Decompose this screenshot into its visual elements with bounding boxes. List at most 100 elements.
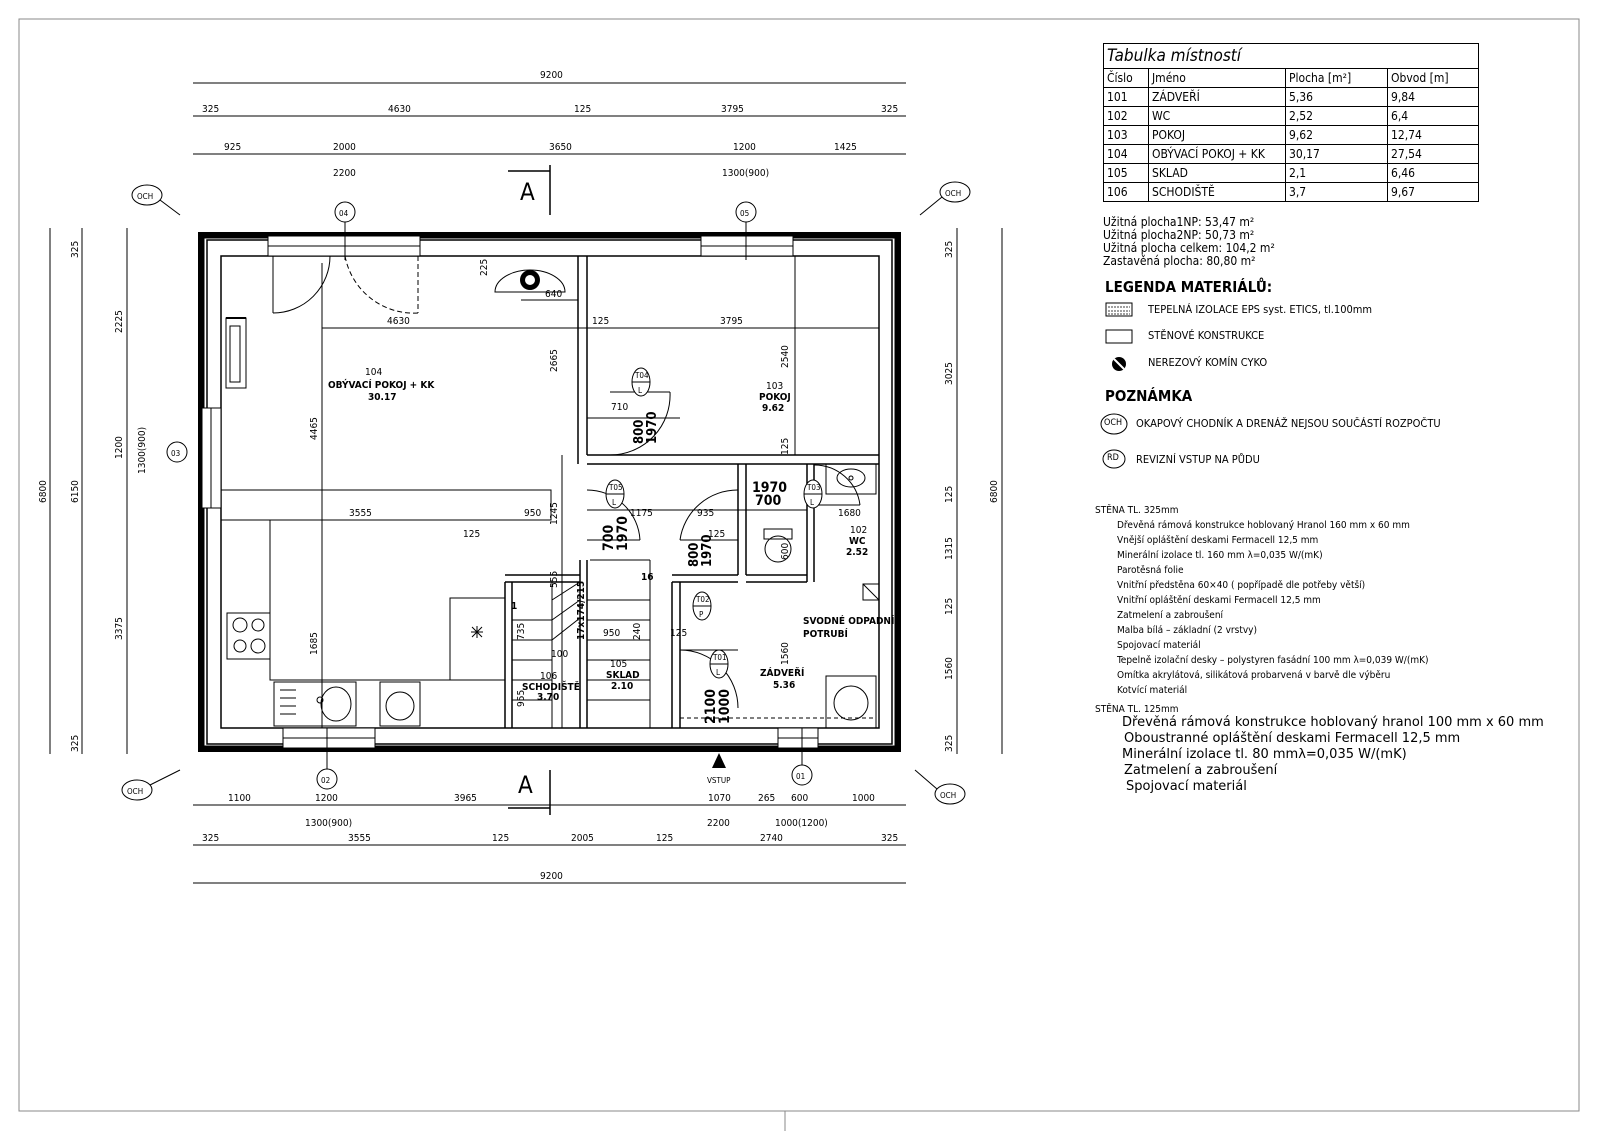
note-tag-och: OCH [1104,418,1123,428]
legend-item-insulation: TEPELNÁ IZOLACE EPS syst. ETICS, tl.100m… [1148,303,1373,316]
room-area-104: 30.17 [368,392,396,403]
dim-text: 555 [549,571,560,588]
door-tag-t02: T02 [695,595,710,604]
dim-text: 3375 [114,617,125,640]
cell: 9,67 [1387,182,1479,202]
axis-tags [166,201,813,790]
dim-text: 325 [70,735,81,752]
dim-text: 1560 [780,642,791,665]
dim-text: 3025 [944,362,955,385]
dim-text: 3965 [454,793,477,804]
dim-text: 925 [224,142,241,153]
door-size-t02: 800 [687,543,702,567]
dim-text: 6800 [38,480,49,503]
dim-text: 2225 [114,310,125,333]
dim-text: 600 [780,543,791,560]
note-tag-rd: RD [1107,453,1119,463]
dim-text: 1560 [944,657,955,680]
dim-text: 640 [545,289,562,300]
cell: POKOJ [1148,125,1286,145]
area-line: Zastavěná plocha: 80,80 m² [1103,254,1256,268]
room-name-106: SCHODIŠTĚ [522,680,580,693]
area-line: Užitná plocha1NP: 53,47 m² [1103,215,1255,229]
cell: 30,17 [1285,144,1388,164]
cell: 12,74 [1387,125,1479,145]
dim-text: 3555 [349,508,372,519]
axis-tag-01: 01 [796,772,805,781]
spec-line: Omítka akrylátová, silikátová probarvená… [1117,670,1391,681]
dim-text: 125 [574,104,591,115]
cell: ZÁDVEŘÍ [1148,87,1286,107]
cell: 106 [1103,182,1149,202]
cell: OBÝVACÍ POKOJ + KK [1148,144,1286,164]
room-name-105: SKLAD [606,670,640,681]
svg-text:1970: 1970 [615,516,631,551]
entry-label: VSTUP [707,776,731,785]
dim-text: 6800 [989,480,1000,503]
och-tag-nw: OCH [137,192,153,201]
dim-text: 125 [944,598,955,615]
door-side-t05: L [612,498,616,507]
room-table-title: Tabulka místností [1103,43,1479,69]
door-size-t03: 1970 [752,480,787,496]
door-swings [272,255,861,709]
axis-tag-02: 02 [321,776,330,785]
dim-text: 3795 [720,316,743,327]
cell: SKLAD [1148,163,1286,183]
door-tags [605,367,823,679]
cell: SCHODIŠTĚ [1148,182,1286,202]
dim-text: 1200 [315,793,338,804]
dim-text: 125 [592,316,609,327]
dim-text: 6150 [70,480,81,503]
spec-line: Parotěsná folie [1117,565,1184,576]
cell: 104 [1103,144,1149,164]
spec-line: Oboustranné opláštění deskami Fermacell … [1124,731,1461,746]
note-item-rd: REVIZNÍ VSTUP NA PŮDU [1136,453,1260,466]
room-name-102: WC [849,536,866,547]
svg-text:700: 700 [755,493,782,509]
cell: 3,7 [1285,182,1388,202]
door-side-t02: P [699,610,704,619]
room-no-102: 102 [850,525,867,536]
dim-text: 325 [70,241,81,258]
area-line: Užitná plocha2NP: 50,73 m² [1103,228,1255,242]
room-no-104: 104 [365,367,382,378]
door-size-t04: 800 [632,420,647,444]
room-area-106: 3.70 [537,692,559,703]
legend-title: LEGENDA MATERIÁLŮ: [1105,278,1273,296]
spec-line: Malba bílá – základní (2 vrstvy) [1117,625,1257,636]
dim-text: 125 [463,529,480,540]
spec-line: Vnější opláštění deskami Fermacell 12,5 … [1117,535,1319,546]
dim-text: 1000(1200) [775,818,828,829]
door-tag-t05: T05 [608,483,623,492]
cell: 6,4 [1387,106,1479,126]
dim-text: 950 [603,628,620,639]
dim-text: 125 [656,833,673,844]
svg-text:1970: 1970 [700,534,715,567]
room-area-101: 5.36 [773,680,795,691]
dim-text: 125 [670,628,687,639]
dimension-lines [49,82,1003,884]
cell: 102 [1103,106,1149,126]
spec-line: Minerální izolace tl. 160 mm λ=0,035 W/(… [1117,550,1323,561]
svg-text:1970: 1970 [645,411,660,444]
sheet-border [18,18,1580,1112]
note-item-och: OKAPOVÝ CHODNÍK A DRENÁŽ NEJSOU SOUČÁSTÍ… [1136,417,1441,430]
dim-text: 1175 [630,508,653,519]
door-side-t03: L [810,498,814,507]
dim-text: 3555 [348,833,371,844]
cell: 103 [1103,125,1149,145]
dim-text: 325 [944,735,955,752]
section-label-bottom: A [518,771,533,799]
spec-line: Spojovací materiál [1117,640,1201,651]
dim-top-total: 9200 [540,70,563,81]
dim-text: 1425 [834,142,857,153]
wc-fixtures [763,463,880,729]
spec-line: Kotvící materiál [1117,685,1188,696]
legend-swatches [1105,302,1133,371]
spec-line: Vnitřní předstěna 60×40 ( popřípadě dle … [1117,580,1366,591]
wall325-title: STĚNA TL. 325mm [1095,505,1179,516]
